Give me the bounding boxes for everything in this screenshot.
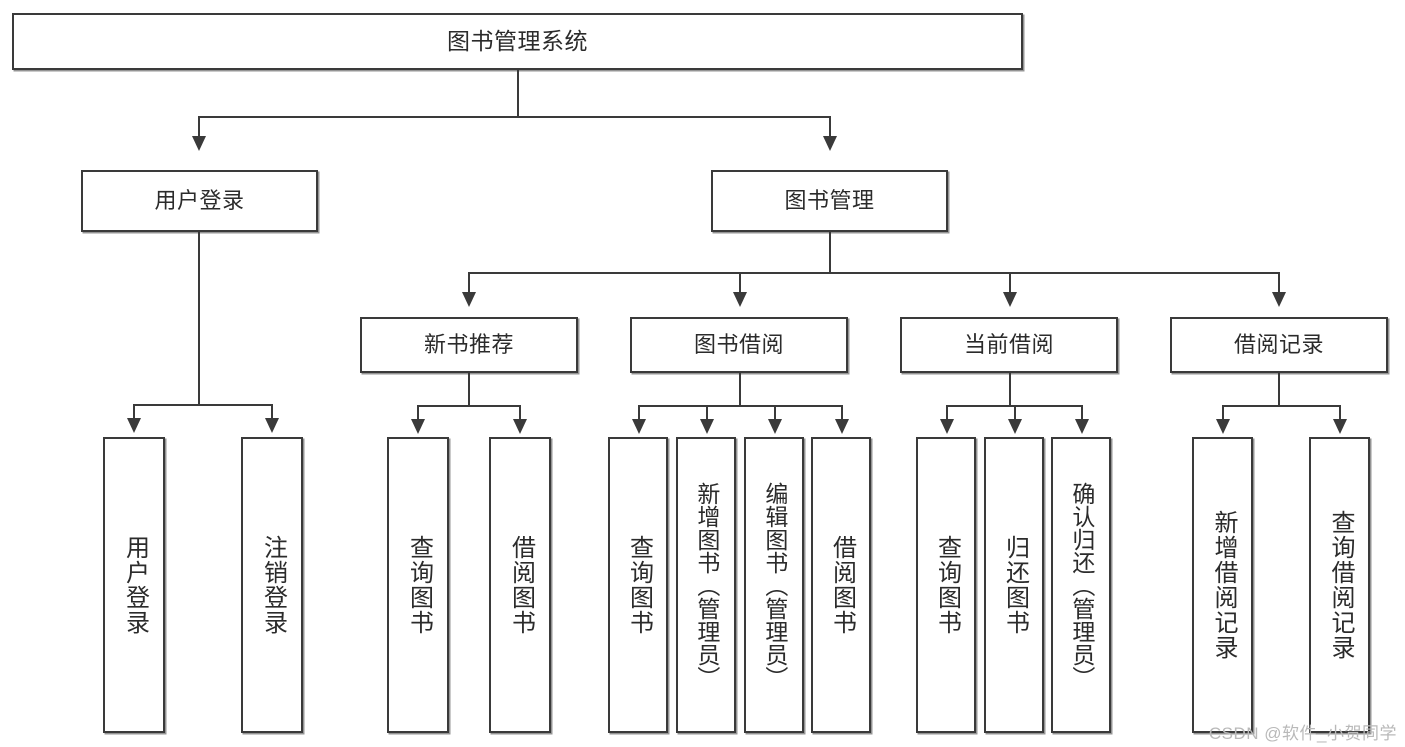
connector-book-to-records	[1278, 272, 1280, 294]
node-label: 当前借阅	[963, 332, 1054, 358]
arrowhead-current-leaf3	[1075, 419, 1089, 434]
node-label: 借阅图书	[828, 535, 856, 635]
connector-current-stem	[1009, 373, 1011, 405]
connector-root-to-book	[829, 116, 831, 138]
arrowhead-book-to-borrow	[733, 292, 747, 307]
leaf-borrow-query-book[interactable]: 查询图书	[608, 437, 668, 733]
node-label: 新增图书（管理员）	[693, 481, 720, 689]
arrowhead-current-leaf1	[940, 419, 954, 434]
arrowhead-records-leaf1	[1216, 419, 1230, 434]
node-current-borrow[interactable]: 当前借阅	[900, 317, 1118, 373]
connector-book-bus	[468, 272, 1279, 274]
connector-book-to-borrow	[739, 272, 741, 294]
arrowhead-user-leaf1	[127, 418, 141, 433]
connector-borrow-leaf4	[841, 405, 843, 421]
leaf-logout[interactable]: 注销登录	[241, 437, 303, 733]
connector-borrow-leaf1	[638, 405, 640, 421]
node-label: 注销登录	[259, 535, 287, 635]
leaf-current-confirm-return-admin[interactable]: 确认归还（管理员）	[1051, 437, 1111, 733]
node-label: 新书推荐	[423, 332, 514, 358]
connector-records-leaf2	[1339, 405, 1341, 421]
node-label: 查询图书	[625, 535, 653, 635]
connector-current-leaf1	[946, 405, 948, 421]
connector-borrow-stem	[739, 373, 741, 405]
node-label: 图书借阅	[693, 332, 784, 358]
arrowhead-newbook-leaf1	[411, 419, 425, 434]
node-label: 图书管理系统	[447, 28, 588, 55]
leaf-records-query-record[interactable]: 查询借阅记录	[1309, 437, 1370, 733]
arrowhead-borrow-leaf3	[768, 419, 782, 434]
connector-newbook-leaf1	[417, 405, 419, 421]
leaf-borrow-borrow-book[interactable]: 借阅图书	[811, 437, 871, 733]
arrowhead-borrow-leaf1	[632, 419, 646, 434]
node-user-login[interactable]: 用户登录	[81, 170, 318, 232]
leaf-current-return-book[interactable]: 归还图书	[984, 437, 1044, 733]
node-label: 查询借阅记录	[1326, 510, 1354, 660]
connector-current-leaf3	[1081, 405, 1083, 421]
leaf-borrow-edit-book-admin[interactable]: 编辑图书（管理员）	[744, 437, 804, 733]
node-borrow-records[interactable]: 借阅记录	[1170, 317, 1388, 373]
arrowhead-current-leaf2	[1008, 419, 1022, 434]
node-book-management[interactable]: 图书管理	[711, 170, 948, 232]
node-label: 查询图书	[405, 535, 433, 635]
node-label: 新增借阅记录	[1209, 510, 1237, 660]
node-label: 借阅记录	[1233, 332, 1324, 358]
node-label: 查询图书	[933, 535, 961, 635]
leaf-newbook-borrow-book[interactable]: 借阅图书	[489, 437, 551, 733]
node-label: 图书管理	[784, 188, 875, 214]
connector-root-to-user	[198, 116, 200, 138]
arrowhead-book-to-records	[1272, 292, 1286, 307]
connector-borrow-leaf2	[706, 405, 708, 421]
node-label: 借阅图书	[507, 535, 535, 635]
leaf-current-query-book[interactable]: 查询图书	[916, 437, 976, 733]
connector-records-leaf1	[1222, 405, 1224, 421]
connector-records-bus	[1222, 405, 1339, 407]
connector-root-bus	[198, 116, 831, 118]
connector-user-stem	[198, 232, 200, 404]
connector-root-stem	[517, 70, 519, 116]
connector-newbook-bus	[417, 405, 520, 407]
arrowhead-borrow-leaf4	[835, 419, 849, 434]
node-new-book-recommend[interactable]: 新书推荐	[360, 317, 578, 373]
connector-newbook-leaf2	[519, 405, 521, 421]
node-label: 用户登录	[154, 188, 245, 214]
csdn-watermark: CSDN @软件_小贺同学	[1208, 724, 1397, 743]
arrowhead-root-to-book	[823, 136, 837, 151]
node-label: 用户登录	[121, 535, 149, 635]
leaf-user-login[interactable]: 用户登录	[103, 437, 165, 733]
arrowhead-user-leaf2	[265, 418, 279, 433]
connector-book-to-current	[1009, 272, 1011, 294]
node-label: 编辑图书（管理员）	[761, 481, 788, 689]
arrowhead-book-to-current	[1003, 292, 1017, 307]
connector-user-bus	[133, 404, 273, 406]
connector-user-leaf1	[133, 404, 135, 420]
connector-borrow-leaf3	[774, 405, 776, 421]
connector-book-stem	[829, 232, 831, 272]
leaf-borrow-add-book-admin[interactable]: 新增图书（管理员）	[676, 437, 736, 733]
connector-records-stem	[1278, 373, 1280, 405]
connector-current-leaf2	[1014, 405, 1016, 421]
arrowhead-root-to-user	[192, 136, 206, 151]
node-label: 归还图书	[1001, 535, 1029, 635]
connector-newbook-stem	[468, 373, 470, 405]
leaf-newbook-query-book[interactable]: 查询图书	[387, 437, 449, 733]
connector-user-leaf2	[271, 404, 273, 420]
connector-borrow-bus	[638, 405, 843, 407]
connector-book-to-new	[468, 272, 470, 294]
arrowhead-borrow-leaf2	[700, 419, 714, 434]
leaf-records-add-record[interactable]: 新增借阅记录	[1192, 437, 1253, 733]
arrowhead-book-to-new	[462, 292, 476, 307]
node-book-borrow[interactable]: 图书借阅	[630, 317, 848, 373]
node-root-system[interactable]: 图书管理系统	[12, 13, 1023, 70]
arrowhead-records-leaf2	[1333, 419, 1347, 434]
arrowhead-newbook-leaf2	[513, 419, 527, 434]
node-label: 确认归还（管理员）	[1068, 481, 1095, 689]
